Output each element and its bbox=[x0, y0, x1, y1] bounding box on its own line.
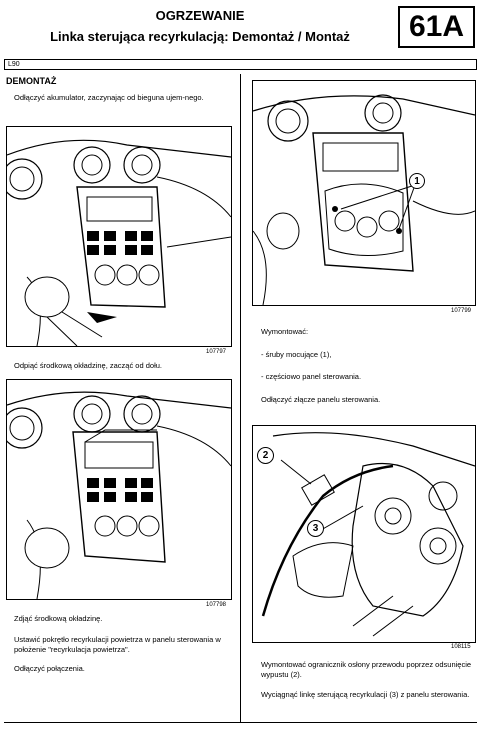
step-disconnect-battery: Odłączyć akumulator, zaczynając od biegu… bbox=[14, 93, 204, 102]
page-title: OGRZEWANIE bbox=[155, 8, 245, 23]
step-remove-limiter: Wymontować ogranicznik osłony przewodu p… bbox=[261, 660, 472, 679]
section-title: DEMONTAŻ bbox=[6, 76, 57, 86]
figure-108115 bbox=[252, 425, 476, 643]
callout-2: 2 bbox=[257, 447, 274, 464]
figure-107799 bbox=[252, 80, 476, 306]
dashboard-center-illustration bbox=[7, 139, 231, 346]
figure-107798 bbox=[6, 379, 232, 600]
column-divider bbox=[240, 74, 241, 722]
step-unclip-trim: Odpiąć środkową okładzinę, zacząć od doł… bbox=[14, 361, 163, 370]
callout-1-label: 1 bbox=[414, 175, 420, 187]
section-code-badge: 61A bbox=[398, 6, 475, 48]
callout-3: 3 bbox=[307, 520, 324, 537]
step-set-recirculation: Ustawić pokrętło recyrkulacji powietrza … bbox=[14, 635, 221, 654]
model-code: L90 bbox=[4, 59, 477, 70]
dashboard-trim-removed-illustration bbox=[7, 391, 231, 599]
figure-number: 107797 bbox=[206, 349, 227, 355]
footer-rule bbox=[4, 722, 477, 723]
page-subtitle: Linka sterująca recyrkulacją: Demontaż /… bbox=[50, 29, 350, 44]
callout-2-label: 2 bbox=[262, 450, 269, 461]
control-panel-screws-illustration bbox=[253, 94, 475, 305]
callout-3-label: 3 bbox=[312, 523, 319, 534]
figure-number: 108115 bbox=[451, 644, 471, 650]
step-pull-cable: Wyciągnąć linkę sterującą recyrkulacji (… bbox=[261, 690, 470, 699]
callout-1: 1 bbox=[409, 173, 425, 189]
cable-routing-illustration bbox=[261, 432, 475, 637]
removed-item-panel: - częściowo panel sterowania. bbox=[261, 372, 362, 381]
step-disconnect-panel-connector: Odłączyć złącze panelu sterowania. bbox=[261, 395, 381, 404]
removed-label: Wymontować: bbox=[261, 327, 309, 336]
removed-item-screws: - śruby mocujące (1), bbox=[261, 350, 332, 359]
step-remove-trim: Zdjąć środkową okładzinę. bbox=[14, 614, 103, 623]
figure-number: 107799 bbox=[451, 308, 472, 314]
step-disconnect-connections: Odłączyć połączenia. bbox=[14, 664, 85, 673]
figure-107797 bbox=[6, 126, 232, 347]
figure-number: 107798 bbox=[206, 602, 227, 608]
